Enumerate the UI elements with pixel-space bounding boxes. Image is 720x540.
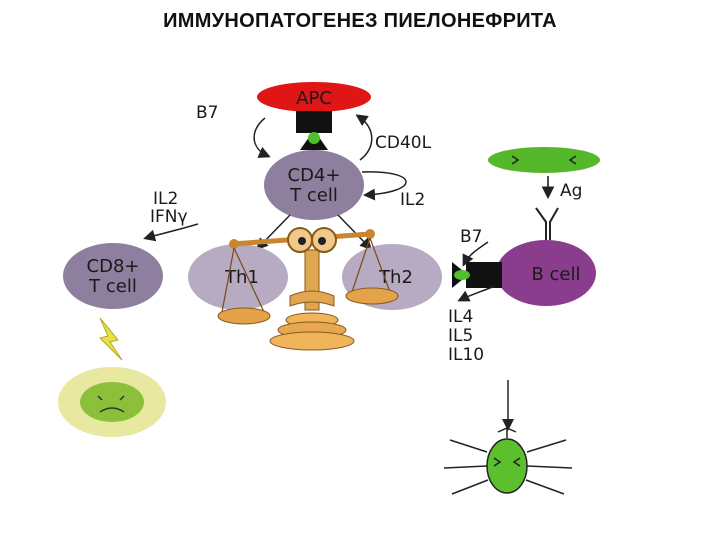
- antigen: [488, 147, 600, 173]
- b7-arrow: [253, 117, 271, 158]
- ifn-arrow: [143, 223, 199, 242]
- il2-right-label: IL2: [400, 190, 425, 210]
- th2-label: Th2: [378, 267, 413, 288]
- cd8-label-line2: T cell: [88, 276, 137, 297]
- bcell-label: B cell: [531, 264, 580, 285]
- il-arrow: [457, 285, 496, 302]
- cd40l-arrow: [355, 114, 373, 161]
- balance-scale-icon: [217, 227, 399, 351]
- cd8-t-cell: CD8+ T cell: [63, 243, 163, 309]
- b7-top-label: B7: [196, 103, 218, 123]
- il5-label: IL5: [448, 326, 473, 346]
- th1-cell: Th1: [188, 244, 288, 310]
- b-cell: B cell: [452, 240, 596, 306]
- cd8-label-line1: CD8+: [87, 256, 140, 277]
- arrow-to-th2: [337, 214, 373, 251]
- il4-label: IL4: [448, 307, 473, 327]
- il2-loop-arrow: [361, 171, 407, 201]
- page-title: ИММУНОПАТОГЕНЕЗ ПИЕЛОНЕФРИТА: [163, 10, 557, 32]
- il2-left-label: IL2: [153, 189, 178, 209]
- il10-label: IL10: [448, 345, 484, 365]
- ag-label: Ag: [560, 181, 582, 201]
- lightning-icon: [99, 317, 123, 361]
- effector-cell: [443, 427, 573, 495]
- cd40l-label: CD40L: [375, 133, 432, 153]
- apc-cell: APC: [257, 82, 371, 150]
- cd4-t-cell: CD4+ T cell: [264, 150, 364, 220]
- antibody-receptor-icon: [535, 207, 559, 240]
- cd4-label-line1: CD4+: [288, 165, 341, 186]
- apc-label: APC: [296, 88, 332, 109]
- ifn-label: IFNγ: [150, 207, 188, 227]
- b7-right-arrow: [462, 241, 489, 267]
- target-cell: [58, 367, 166, 437]
- b7-right-label: B7: [460, 227, 482, 247]
- cd4-label-line2: T cell: [289, 185, 338, 206]
